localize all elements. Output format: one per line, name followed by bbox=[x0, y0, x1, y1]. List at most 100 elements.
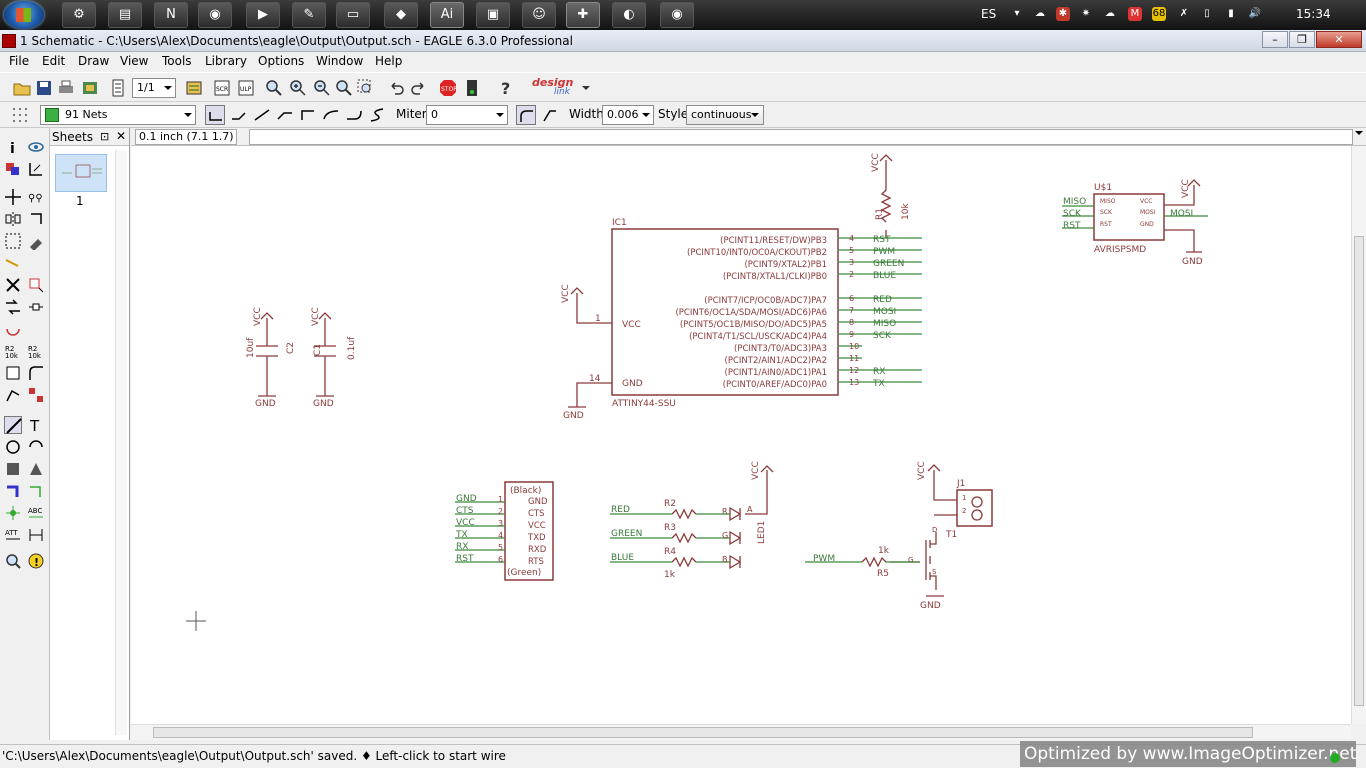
menu-view[interactable]: View bbox=[120, 54, 149, 68]
menu-draw[interactable]: Draw bbox=[78, 54, 110, 68]
taskbar-clock[interactable]: 15:34 bbox=[1296, 7, 1331, 21]
mirror-icon[interactable] bbox=[4, 210, 22, 228]
miter-round-icon[interactable] bbox=[516, 105, 536, 125]
command-line-input[interactable] bbox=[249, 129, 1353, 145]
delete-icon[interactable] bbox=[4, 276, 22, 294]
wire-bend-4-icon[interactable] bbox=[298, 105, 318, 125]
go-icon[interactable] bbox=[462, 78, 482, 98]
undo-icon[interactable] bbox=[386, 78, 406, 98]
junction-tool-icon[interactable] bbox=[4, 504, 22, 522]
chevron-down-icon[interactable]: ▾ bbox=[1014, 8, 1020, 19]
sheet-thumbnail[interactable] bbox=[55, 154, 107, 192]
zoom-fit-icon[interactable] bbox=[264, 78, 284, 98]
designlink-logo-bottom[interactable]: link bbox=[554, 87, 570, 97]
taskbar-app-13[interactable]: ◐ bbox=[612, 2, 646, 28]
canvas-vertical-scrollbar[interactable] bbox=[1351, 146, 1366, 724]
taskbar-media-icon[interactable]: ▶ bbox=[246, 2, 280, 28]
designlink-logo-top[interactable]: design bbox=[532, 76, 574, 89]
taskbar-chrome-2-icon[interactable]: ◉ bbox=[660, 2, 694, 28]
bus-tool-icon[interactable] bbox=[4, 482, 22, 500]
wire-bend-3-icon[interactable] bbox=[275, 105, 295, 125]
pinswap-icon[interactable] bbox=[4, 298, 22, 316]
tray-app-icon[interactable]: ✱ bbox=[1056, 7, 1070, 21]
minimize-button[interactable]: – bbox=[1262, 31, 1288, 48]
rect-tool-icon[interactable] bbox=[4, 460, 22, 478]
taskbar-app-10[interactable]: ▣ bbox=[476, 2, 510, 28]
taskbar-eagle-icon[interactable]: ✚ bbox=[566, 2, 600, 28]
invoke-icon[interactable] bbox=[27, 386, 45, 404]
miter-tool-icon[interactable] bbox=[27, 364, 45, 382]
zoom-redraw-icon[interactable] bbox=[334, 78, 354, 98]
mark-icon[interactable] bbox=[27, 160, 45, 178]
designlink-dropdown-icon[interactable] bbox=[578, 78, 598, 98]
print-icon[interactable] bbox=[56, 78, 76, 98]
command-history-chevron-icon[interactable] bbox=[1355, 131, 1363, 135]
tray-settings-icon[interactable]: ✷ bbox=[1081, 8, 1091, 19]
grid-icon[interactable] bbox=[10, 105, 30, 125]
wire-bend-2-icon[interactable] bbox=[252, 105, 272, 125]
dimension-tool-icon[interactable] bbox=[27, 526, 45, 544]
script-icon[interactable]: SCR bbox=[212, 78, 232, 98]
sheet-icon[interactable] bbox=[108, 78, 128, 98]
info-icon[interactable]: i bbox=[4, 138, 22, 157]
taskbar-chrome-icon[interactable]: ◉ bbox=[198, 2, 232, 28]
eagle-app-icon[interactable] bbox=[2, 34, 16, 48]
circle-tool-icon[interactable] bbox=[4, 438, 22, 456]
gmail-icon[interactable]: M bbox=[1128, 7, 1142, 21]
menu-library[interactable]: Library bbox=[205, 54, 247, 68]
attribute-tool-icon[interactable]: ATT bbox=[4, 526, 22, 544]
add-icon[interactable] bbox=[27, 276, 45, 294]
save-icon[interactable] bbox=[34, 78, 54, 98]
language-indicator[interactable]: ES bbox=[981, 7, 997, 21]
start-button[interactable] bbox=[4, 1, 44, 29]
taskbar-app-3[interactable]: N bbox=[154, 2, 188, 28]
wire-bend-6-icon[interactable] bbox=[344, 105, 364, 125]
erc-icon[interactable] bbox=[4, 552, 22, 570]
paste-icon[interactable] bbox=[4, 254, 22, 272]
menu-file[interactable]: File bbox=[9, 54, 30, 68]
wire-tool-icon[interactable] bbox=[4, 416, 22, 434]
miter-select[interactable]: 0 bbox=[426, 105, 508, 125]
layer-select[interactable]: 91 Nets bbox=[40, 105, 196, 125]
horizontal-scroll-thumb[interactable] bbox=[153, 727, 1253, 738]
board-icon[interactable] bbox=[184, 78, 204, 98]
device-icon[interactable]: ▯ bbox=[1204, 8, 1210, 19]
smash-icon[interactable] bbox=[4, 364, 22, 382]
menu-help[interactable]: Help bbox=[375, 54, 403, 68]
stop-icon[interactable]: STOP bbox=[438, 78, 458, 98]
tray-badge[interactable]: 68 bbox=[1152, 7, 1166, 21]
taskbar-app-8[interactable]: ◆ bbox=[384, 2, 418, 28]
show-icon[interactable] bbox=[27, 138, 45, 156]
net-tool-icon[interactable] bbox=[27, 482, 45, 500]
display-icon[interactable] bbox=[4, 160, 22, 178]
wire-bend-5-icon[interactable] bbox=[321, 105, 341, 125]
taskbar-illustrator-icon[interactable]: Ai bbox=[430, 2, 464, 28]
menu-window[interactable]: Window bbox=[316, 54, 364, 68]
arc-tool-icon[interactable] bbox=[27, 438, 45, 456]
network-error-icon[interactable]: ✗ bbox=[1179, 8, 1189, 19]
group-icon[interactable] bbox=[4, 232, 22, 250]
taskbar-app-2[interactable]: ▤ bbox=[108, 2, 142, 28]
gateswap-icon[interactable] bbox=[27, 298, 45, 316]
menu-options[interactable]: Options bbox=[258, 54, 305, 68]
zoom-in-icon[interactable] bbox=[288, 78, 308, 98]
split-icon[interactable] bbox=[4, 386, 22, 404]
wire-bend-1-icon[interactable] bbox=[229, 105, 249, 125]
sheets-scrollbar[interactable] bbox=[115, 150, 127, 735]
miter-straight-icon[interactable] bbox=[540, 105, 560, 125]
wire-bend-7-icon[interactable] bbox=[367, 105, 387, 125]
pin-icon[interactable]: ⊡ bbox=[100, 130, 110, 143]
cam-processor-icon[interactable] bbox=[80, 78, 100, 98]
vertical-scroll-thumb[interactable] bbox=[1354, 236, 1364, 706]
maximize-button[interactable]: ❐ bbox=[1289, 31, 1315, 48]
label-tool-icon[interactable]: ABC bbox=[27, 504, 45, 522]
redo-icon[interactable] bbox=[409, 78, 429, 98]
zoom-out-icon[interactable] bbox=[312, 78, 332, 98]
copy-icon[interactable]: ⚲⚲ bbox=[27, 188, 45, 206]
signal-icon[interactable]: ▮ bbox=[1228, 8, 1234, 19]
ulp-icon[interactable]: ULP bbox=[236, 78, 256, 98]
cloud-sync-icon[interactable]: ☁ bbox=[1105, 8, 1115, 19]
sheet-select[interactable]: 1/1 bbox=[132, 78, 176, 98]
wire-bend-0-icon[interactable] bbox=[205, 105, 225, 125]
schematic-drawing[interactable]: VCC VCC 10uf C2 C1 0.1uf GND GND IC1 ATT… bbox=[131, 146, 1351, 724]
